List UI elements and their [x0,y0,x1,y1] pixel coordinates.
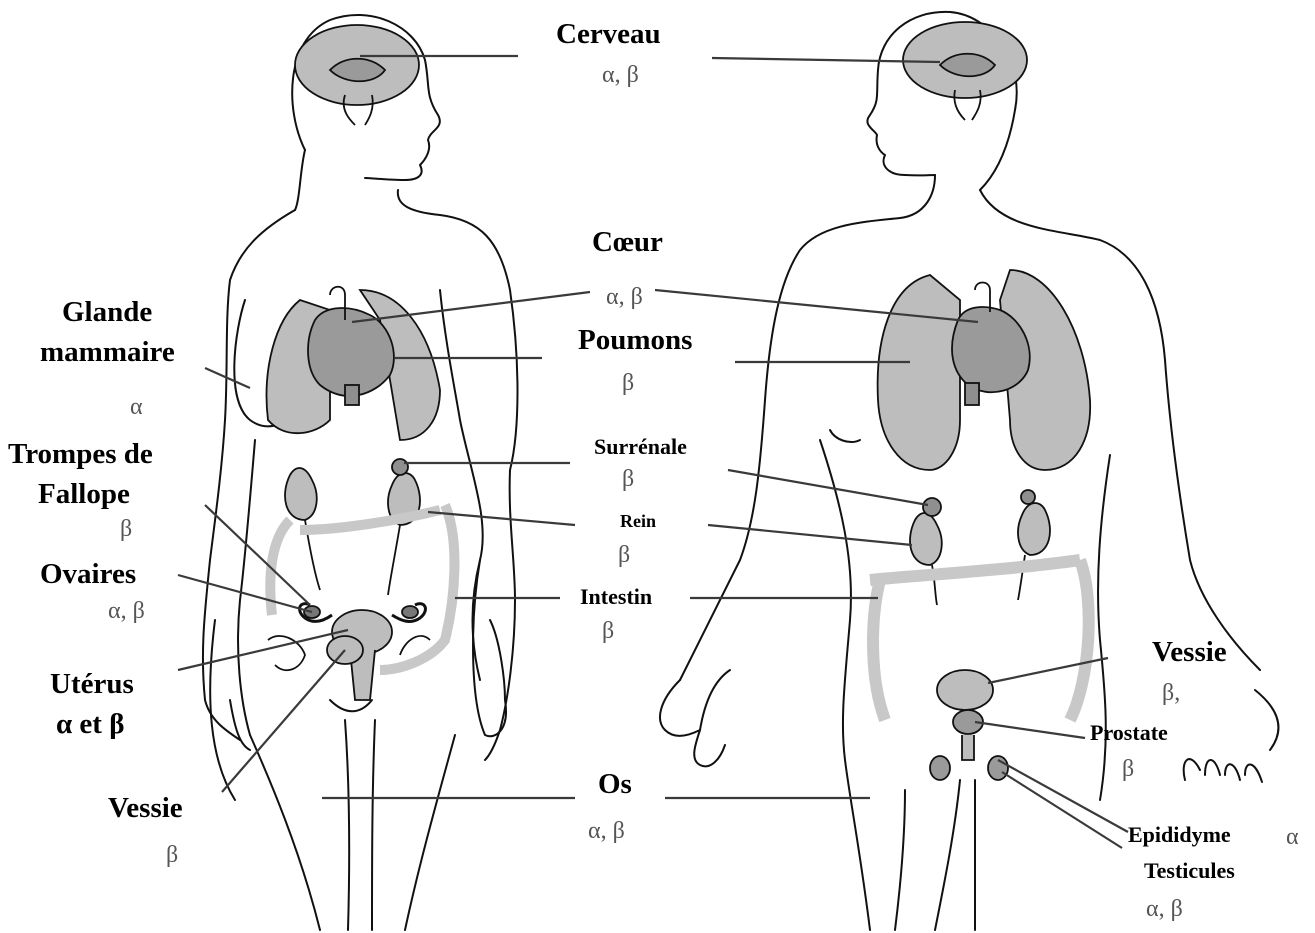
label-cerveau: Cerveau [556,18,661,51]
receptor-intestin: β [602,618,614,645]
receptor-epididyme: α [1286,824,1299,851]
male-organs [870,22,1090,780]
receptor-vessie-male: β, [1162,680,1180,707]
label-intestin: Intestin [580,584,652,609]
receptor-surrenale: β [622,466,634,493]
receptor-os: α, β [588,818,625,845]
label-uterus-line2: α et β [56,708,125,741]
male-body-outline [660,12,1278,930]
label-testicules: Testicules [1144,858,1235,883]
label-trompes-line1: Trompes de [8,438,153,471]
label-glande-line2: mammaire [40,336,175,369]
label-rein: Rein [620,511,656,532]
label-prostate: Prostate [1090,720,1168,745]
male-left-lung-shape [878,275,960,470]
label-vessie-female: Vessie [108,792,183,825]
label-vessie-male: Vessie [1152,636,1227,669]
receptor-rein: β [618,542,630,569]
label-os: Os [598,768,632,801]
receptor-coeur: α, β [606,284,643,311]
receptor-prostate: β [1122,756,1134,783]
label-trompes-line2: Fallope [38,478,130,511]
female-body-outline [203,15,518,930]
label-ovaires: Ovaires [40,558,136,591]
label-glande-line1: Glande [62,296,152,329]
label-uterus-line1: Utérus [50,668,134,701]
receptor-poumons: β [622,370,634,397]
receptor-trompes: β [120,516,132,543]
label-epididyme: Epididyme [1128,822,1231,847]
female-organs [267,25,455,700]
label-surrenale: Surrénale [594,434,687,459]
receptor-vessie-female: β [166,842,178,869]
receptor-cerveau: α, β [602,62,639,89]
receptor-testicules: α, β [1146,896,1183,923]
receptor-ovaires: α, β [108,598,145,625]
receptor-glande: α [130,394,143,421]
label-poumons: Poumons [578,324,692,357]
label-coeur: Cœur [592,226,663,259]
